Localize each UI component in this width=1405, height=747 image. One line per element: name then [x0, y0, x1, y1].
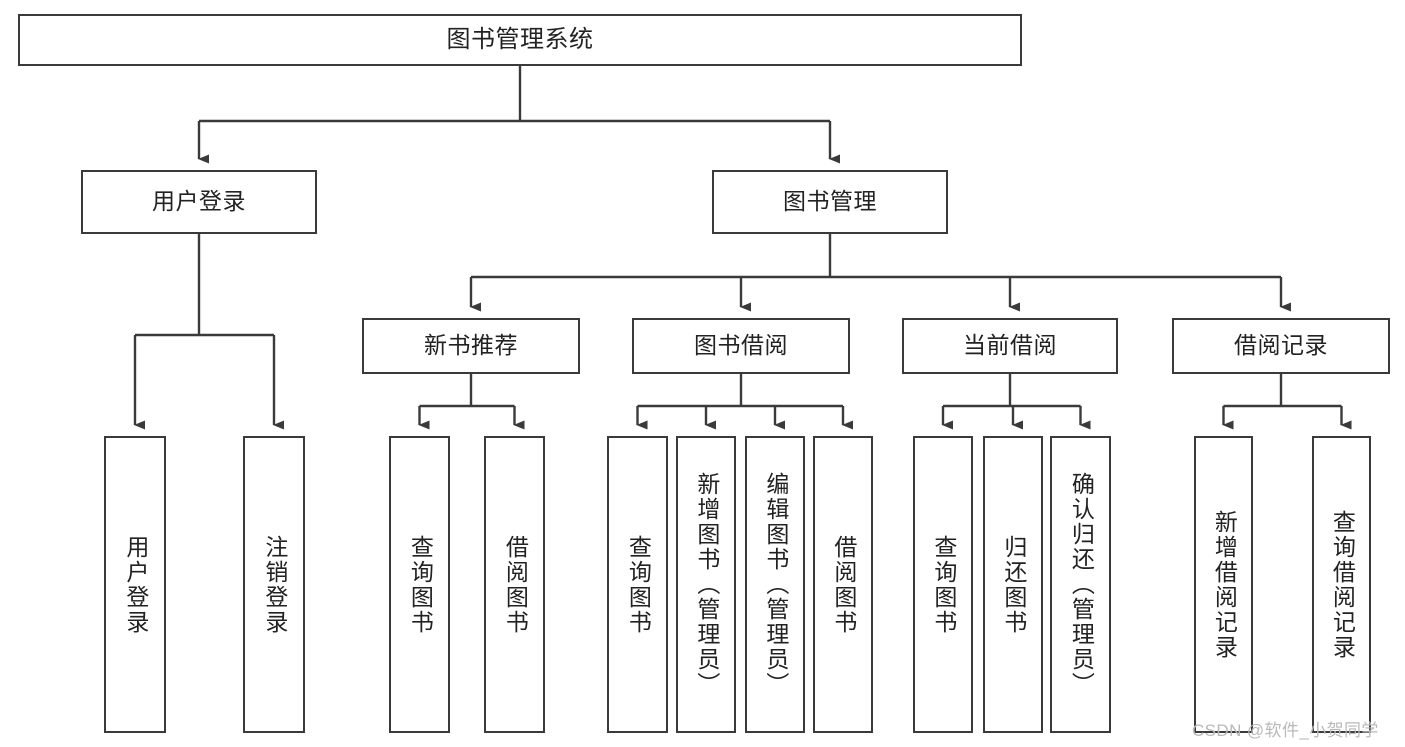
node-book-borrow[interactable]: 图书借阅	[632, 318, 850, 374]
node-label: 归还图书	[1000, 534, 1027, 635]
node-leaf-edit-book-admin[interactable]: 编辑图书（管理员）	[745, 436, 805, 733]
node-root[interactable]: 图书管理系统	[18, 14, 1022, 66]
node-leaf-borrow-book-recommend[interactable]: 借阅图书	[484, 436, 545, 733]
node-borrow-record[interactable]: 借阅记录	[1172, 318, 1390, 374]
node-label: 编辑图书（管理员）	[762, 472, 789, 697]
node-label: 查询图书	[930, 534, 957, 635]
node-current-borrow[interactable]: 当前借阅	[902, 318, 1118, 374]
node-leaf-add-book-admin[interactable]: 新增图书（管理员）	[676, 436, 736, 733]
node-label: 注销登录	[261, 534, 288, 635]
node-label: 新增图书（管理员）	[693, 472, 720, 697]
node-label: 借阅图书	[830, 534, 857, 635]
node-leaf-query-book-recommend[interactable]: 查询图书	[389, 436, 450, 733]
node-label: 查询图书	[625, 534, 652, 635]
node-label: 确认归还（管理员）	[1068, 472, 1095, 697]
node-leaf-add-borrow-record[interactable]: 新增借阅记录	[1194, 436, 1253, 733]
node-leaf-user-login[interactable]: 用户登录	[104, 436, 166, 733]
node-label: 图书借阅	[694, 332, 788, 359]
node-label: 图书管理	[783, 188, 877, 215]
node-leaf-borrow-book[interactable]: 借阅图书	[813, 436, 873, 733]
node-label: 查询图书	[407, 534, 434, 635]
node-label: 查询借阅记录	[1329, 509, 1356, 660]
node-label: 用户登录	[152, 188, 246, 215]
node-label: 当前借阅	[963, 332, 1057, 359]
node-label: 用户登录	[122, 534, 149, 635]
node-leaf-query-borrow-record[interactable]: 查询借阅记录	[1312, 436, 1371, 733]
node-label: 图书管理系统	[446, 25, 594, 53]
node-leaf-return-book[interactable]: 归还图书	[983, 436, 1043, 733]
node-book-manage[interactable]: 图书管理	[712, 170, 948, 234]
watermark-label: CSDN @软件_小贺同学	[1192, 721, 1379, 740]
node-label: 新书推荐	[424, 332, 518, 359]
node-leaf-confirm-return-admin[interactable]: 确认归还（管理员）	[1050, 436, 1111, 733]
node-label: 新增借阅记录	[1211, 509, 1238, 660]
node-user-login[interactable]: 用户登录	[81, 170, 317, 234]
node-label: 借阅记录	[1234, 332, 1328, 359]
node-leaf-query-book-current[interactable]: 查询图书	[913, 436, 973, 733]
node-label: 借阅图书	[502, 534, 529, 635]
node-leaf-query-book-borrow[interactable]: 查询图书	[607, 436, 668, 733]
node-leaf-user-logout[interactable]: 注销登录	[243, 436, 305, 733]
node-new-book-recommend[interactable]: 新书推荐	[362, 318, 580, 374]
